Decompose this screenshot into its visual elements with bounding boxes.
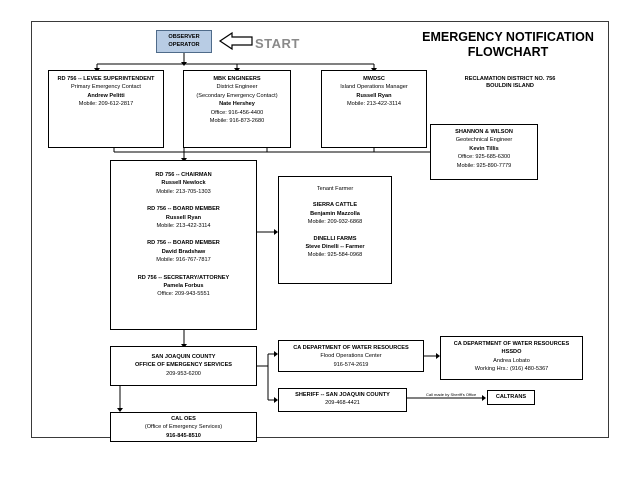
tenant-farm-2: DINELLI FARMS Steve Dinelli -- Farmer Mo… <box>279 235 391 260</box>
sheriff-phone: 209-468-4421 <box>325 400 360 407</box>
board-chairman: RD 756 -- CHAIRMAN Russell Newlock Mobil… <box>111 171 256 196</box>
farm-phone: Mobile: 925-584-0968 <box>307 252 363 259</box>
dwr2-line2: HSSDO <box>501 349 522 356</box>
cal-oes-line1: CAL OES <box>171 416 196 422</box>
farm-name: SIERRA CATTLE <box>312 202 358 209</box>
dwr-line2: Flood Operations Center <box>320 353 382 360</box>
flowchart-title: EMERGENCY NOTIFICATION FLOWCHART <box>413 30 603 60</box>
farm-name: DINELLI FARMS <box>313 235 357 242</box>
mwdsc-role: Island Operations Manager <box>340 84 408 91</box>
sjc-phone: 209-953-6200 <box>166 370 201 377</box>
mbk-org: MBK ENGINEERS <box>213 76 261 82</box>
tenant-heading: Tenant Farmer <box>316 186 354 192</box>
mwdsc-org: MWDSC <box>363 76 385 82</box>
sheriff-line1: SHERIFF -- SAN JOAQUIN COUNTY <box>295 392 390 398</box>
levee-phone: Mobile: 209-612-2817 <box>78 101 134 108</box>
sjc-oes-box: SAN JOAQUIN COUNTY OFFICE OF EMERGENCY S… <box>110 346 257 386</box>
shannon-org: SHANNON & WILSON <box>455 129 513 135</box>
board-name: Russell Newlock <box>161 180 206 187</box>
board-name: Russell Ryan <box>165 214 202 221</box>
board-secretary: RD 756 -- SECRETARY/ATTORNEY Pamela Forb… <box>111 274 256 299</box>
sjc-line1: SAN JOAQUIN COUNTY <box>151 354 216 360</box>
mbk-mobile: Mobile: 916-873-2680 <box>209 118 265 125</box>
tenant-farmer-box: Tenant Farmer SIERRA CATTLE Benjamin Maz… <box>278 176 392 284</box>
title-line2: FLOWCHART <box>467 45 549 59</box>
farm-contact: Steve Dinelli -- Farmer <box>305 244 365 251</box>
dwr-line1: CA DEPARTMENT OF WATER RESOURCES <box>293 345 409 351</box>
farm-phone: Mobile: 209-932-6868 <box>307 219 363 226</box>
shannon-role: Geotechnical Engineer <box>455 137 513 144</box>
board-role: RD 756 -- SECRETARY/ATTORNEY <box>137 274 230 281</box>
observer-line1: OBSERVER <box>168 34 200 40</box>
mwdsc-name: Russell Ryan <box>356 92 392 99</box>
shannon-mobile: Mobile: 925-890-7779 <box>456 162 512 169</box>
dwr-hssdo-box: CA DEPARTMENT OF WATER RESOURCES HSSDO A… <box>440 336 583 380</box>
board-name: David Bradshaw <box>161 248 206 255</box>
board-member-2: RD 756 -- BOARD MEMBER David Bradshaw Mo… <box>111 239 256 264</box>
sheriff-note: Call made by Sheriff's Office <box>426 392 477 397</box>
mbk-desc: (Secondary Emergency Contact) <box>196 92 278 99</box>
cal-oes-box: CAL OES (Office of Emergency Services) 9… <box>110 412 257 442</box>
mwdsc-box: MWDSC Island Operations Manager Russell … <box>321 70 427 148</box>
dwr2-line1: CA DEPARTMENT OF WATER RESOURCES <box>453 341 570 347</box>
board-member-1: RD 756 -- BOARD MEMBER Russell Ryan Mobi… <box>111 205 256 230</box>
board-phone: Mobile: 213-422-3114 <box>156 223 211 230</box>
sjc-line2: OFFICE OF EMERGENCY SERVICES <box>134 362 233 369</box>
district-line2: BOULDIN ISLAND <box>486 83 534 89</box>
dwr-phone: 916-574-2619 <box>333 361 369 368</box>
mbk-office: Office: 916-456-4400 <box>210 109 264 116</box>
shannon-name: Kevin Tillis <box>469 145 499 152</box>
caltrans-label: CALTRANS <box>495 394 527 400</box>
levee-role: RD 756 -- LEVEE SUPERINTENDENT <box>57 76 155 82</box>
sheriff-box: SHERIFF -- SAN JOAQUIN COUNTY 209-468-44… <box>278 388 407 412</box>
levee-desc: Primary Emergency Contact <box>71 84 141 91</box>
cal-oes-line2: (Office of Emergency Services) <box>144 424 223 431</box>
rd756-board-box: RD 756 -- CHAIRMAN Russell Newlock Mobil… <box>110 160 257 330</box>
shannon-wilson-box: SHANNON & WILSON Geotechnical Engineer K… <box>430 124 538 180</box>
dwr2-hours: Working Hrs.: (916) 480-5367 <box>474 366 549 373</box>
district-line1: RECLAMATION DISTRICT NO. 756 <box>464 76 556 82</box>
start-label: START <box>255 36 300 51</box>
observer-line2: OPERATOR <box>168 41 200 48</box>
observer-operator-box: OBSERVER OPERATOR <box>156 30 212 53</box>
levee-name: Andrew Pelitti <box>87 92 125 99</box>
diagram-frame <box>31 21 609 438</box>
board-role: RD 756 -- BOARD MEMBER <box>147 240 220 247</box>
caltrans-box: CALTRANS <box>487 390 535 405</box>
farm-contact: Benjamin Mazzolla <box>310 210 360 217</box>
shannon-office: Office: 925-685-6300 <box>457 154 511 161</box>
mbk-name: Nate Hershey <box>219 101 255 108</box>
title-line1: EMERGENCY NOTIFICATION <box>422 30 594 44</box>
board-phone: Mobile: 916-767-7817 <box>156 257 211 264</box>
board-role: RD 756 -- CHAIRMAN <box>155 172 212 178</box>
board-phone: Mobile: 213-705-1303 <box>156 188 211 195</box>
board-phone: Office: 209-943-5551 <box>157 291 210 298</box>
district-label: RECLAMATION DISTRICT NO. 756 BOULDIN ISL… <box>430 76 590 90</box>
board-name: Pamela Forbus <box>163 283 204 290</box>
levee-superintendent-box: RD 756 -- LEVEE SUPERINTENDENT Primary E… <box>48 70 164 148</box>
mbk-role: District Engineer <box>216 84 258 91</box>
dwr-flood-ops-box: CA DEPARTMENT OF WATER RESOURCES Flood O… <box>278 340 424 372</box>
mwdsc-phone: Mobile: 213-422-3114 <box>346 101 401 108</box>
board-role: RD 756 -- BOARD MEMBER <box>147 206 220 213</box>
dwr2-name: Andrea Lobato <box>493 357 530 364</box>
mbk-engineers-box: MBK ENGINEERS District Engineer (Seconda… <box>183 70 291 148</box>
tenant-farm-1: SIERRA CATTLE Benjamin Mazzolla Mobile: … <box>279 201 391 226</box>
cal-oes-phone: 916-845-8510 <box>166 432 201 439</box>
